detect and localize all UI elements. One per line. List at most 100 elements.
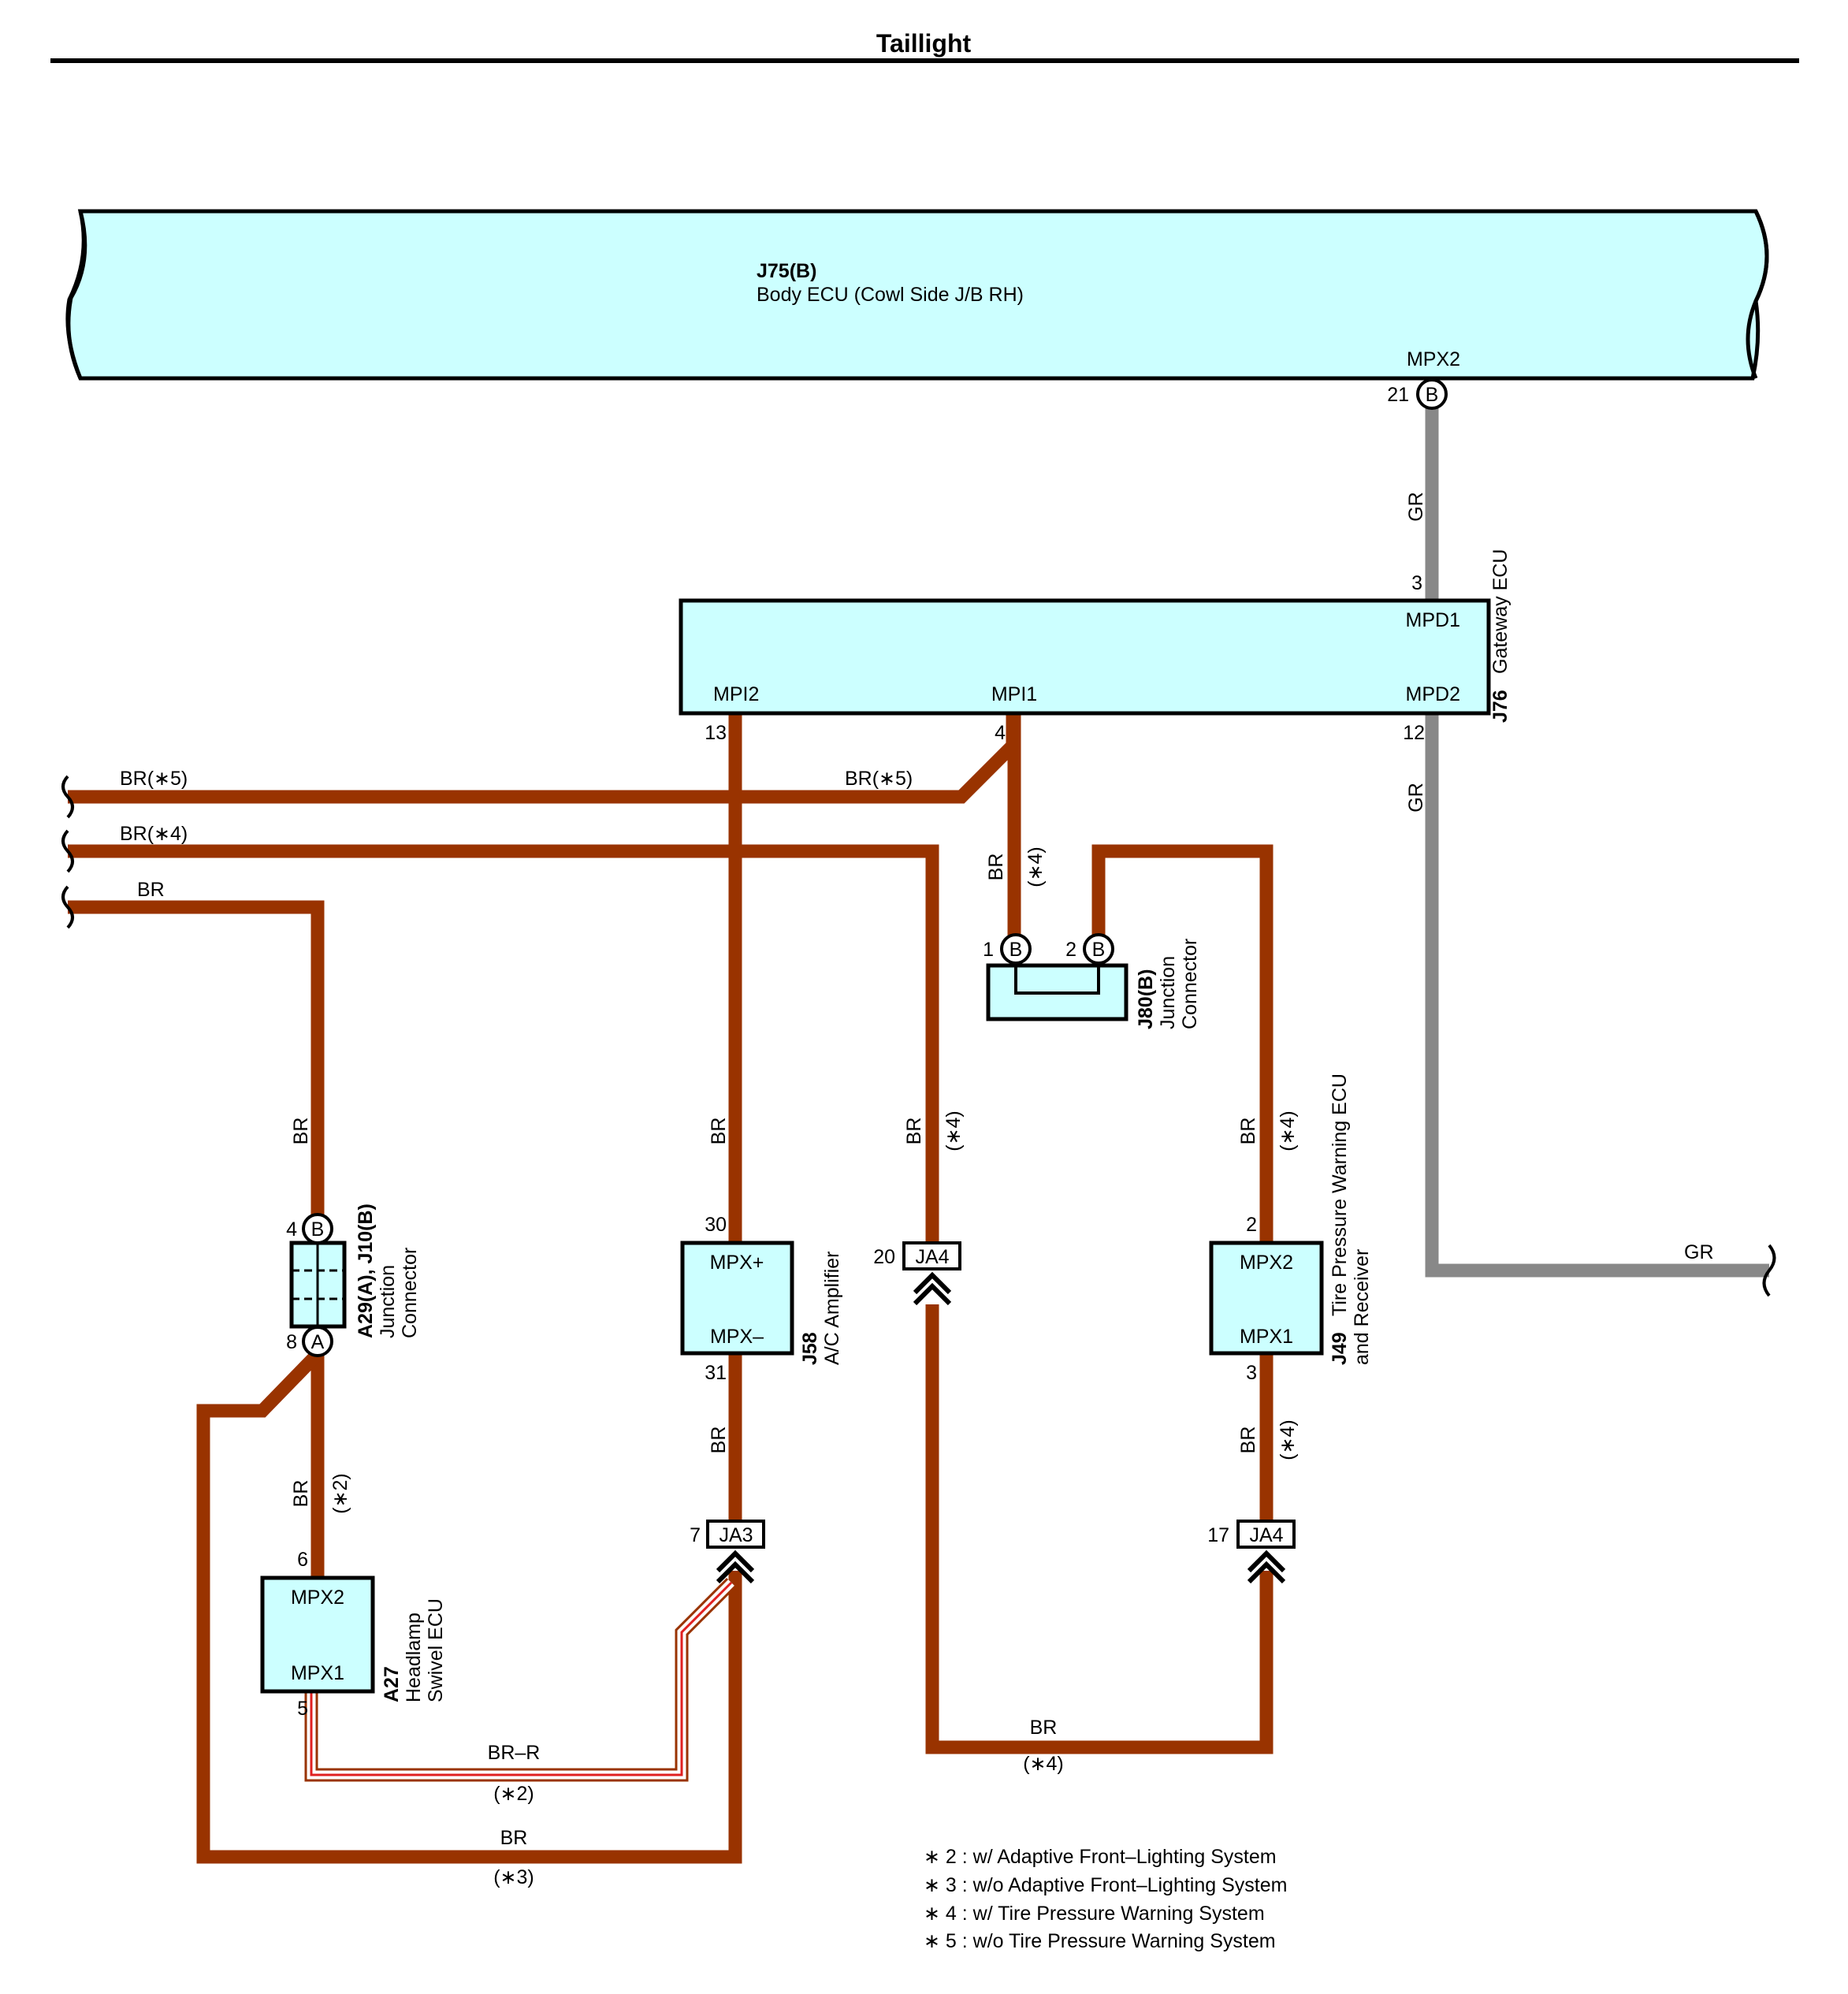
ac-terminal-bottom: MPX– bbox=[710, 1326, 764, 1348]
headlamp-swivel-ecu: MPX2 MPX1 6 5 A27 Headlamp Swivel ECU bbox=[260, 1549, 447, 1720]
ja3-pin: 7 bbox=[690, 1524, 701, 1546]
svg-text:J49: J49 bbox=[1329, 1332, 1351, 1365]
j80-label: J80(B) Junction Connector bbox=[1135, 939, 1201, 1029]
wire-label-tpws-n4: (∗4) bbox=[1277, 1110, 1299, 1151]
svg-text:Connector: Connector bbox=[399, 1248, 421, 1338]
gateway-pin-mpi2: 13 bbox=[705, 722, 727, 744]
wire-label-mpi1-br: BR bbox=[985, 854, 1007, 881]
svg-text:A/C Amplifier: A/C Amplifier bbox=[821, 1252, 843, 1365]
a29-junction-connector: B A 4 8 A29(A), J10(B) Junction Connecto… bbox=[286, 1203, 421, 1357]
tire-pressure-ecu-label: J49 Tire Pressure Warning ECU and Receiv… bbox=[1329, 1073, 1373, 1365]
body-ecu-right-break bbox=[1746, 210, 1769, 379]
wire-break-gr bbox=[1762, 1244, 1776, 1297]
ac-pin-bottom: 31 bbox=[705, 1362, 727, 1384]
wire-label-br-top: BR bbox=[137, 879, 165, 901]
wire-br-ja4-loop bbox=[925, 1304, 1274, 1754]
wire-label-brr: BR–R bbox=[488, 1742, 541, 1764]
a29-bottom-letter: A bbox=[311, 1331, 325, 1353]
svg-text:A29(A), J10(B): A29(A), J10(B) bbox=[355, 1203, 377, 1338]
wire-label-ja4-loop-br: BR bbox=[1030, 1717, 1058, 1739]
tire-pressure-ecu-box bbox=[1209, 1241, 1324, 1356]
wire-label-ja3-br: BR bbox=[708, 1427, 730, 1454]
ja4-right-label: JA4 bbox=[1249, 1524, 1283, 1546]
a29-top-connector bbox=[302, 1213, 333, 1244]
wire-label-br5-right: BR(∗5) bbox=[845, 768, 913, 790]
ac-amplifier-label: J58 A/C Amplifier bbox=[799, 1252, 843, 1365]
j80-pin2: 2 bbox=[1065, 939, 1076, 961]
wire-label-ja4-n4: (∗4) bbox=[943, 1110, 965, 1151]
wire-label-ja4r-br: BR bbox=[1237, 1427, 1259, 1454]
svg-text:Headlamp: Headlamp bbox=[403, 1613, 425, 1702]
j80-pin2-connector bbox=[1083, 933, 1114, 965]
wire-break-br bbox=[61, 885, 74, 929]
wire-br-j80-to-tpws bbox=[1091, 844, 1274, 1243]
j80-pin1: 1 bbox=[983, 939, 994, 961]
headlamp-terminal-top: MPX2 bbox=[291, 1587, 344, 1609]
wire-label-headlamp-n2: (∗2) bbox=[329, 1473, 351, 1514]
body-ecu-connector-letter: B bbox=[1426, 384, 1439, 406]
svg-text:Junction: Junction bbox=[377, 1265, 399, 1338]
headlamp-swivel-ecu-box bbox=[260, 1575, 375, 1694]
wire-label-ja4-br: BR bbox=[903, 1118, 925, 1145]
wire-br-a29-loop-to-ja3 bbox=[196, 1349, 742, 1864]
wire-label-a29-br: BR bbox=[290, 1118, 312, 1145]
wire-break-br5 bbox=[61, 775, 74, 819]
wire-label-ja4r-n4: (∗4) bbox=[1277, 1419, 1299, 1460]
ja4-left-box bbox=[902, 1241, 961, 1270]
tpws-pin-top: 2 bbox=[1246, 1214, 1257, 1236]
svg-text:Gateway ECU: Gateway ECU bbox=[1489, 549, 1511, 674]
wire-label-gr-right: GR bbox=[1684, 1241, 1714, 1263]
junction-ja4-left: JA4 20 bbox=[873, 1241, 961, 1306]
ja3-label: JA3 bbox=[719, 1524, 753, 1546]
j80-pin1-connector bbox=[1000, 933, 1032, 965]
body-ecu-terminal: MPX2 bbox=[1407, 348, 1460, 370]
j80-pin2-letter: B bbox=[1092, 939, 1106, 961]
j80-bridge bbox=[1014, 950, 1100, 995]
wire-label-tpws-br: BR bbox=[1237, 1118, 1259, 1145]
wire-label-ja4-loop-n4: (∗4) bbox=[1023, 1753, 1064, 1775]
gateway-pin-mpi1: 4 bbox=[995, 722, 1006, 744]
svg-text:Junction: Junction bbox=[1157, 956, 1179, 1029]
gateway-terminal-mpd2: MPD2 bbox=[1406, 683, 1460, 705]
ac-pin-top: 30 bbox=[705, 1214, 727, 1236]
svg-text:Connector: Connector bbox=[1179, 939, 1201, 1029]
footnote-5: ∗ 5 : w/o Tire Pressure Warning System bbox=[924, 1930, 1276, 1952]
gateway-pin-mpd2: 12 bbox=[1403, 722, 1425, 744]
body-ecu-left-break bbox=[66, 210, 87, 380]
ja4-left-label: JA4 bbox=[915, 1246, 949, 1268]
gateway-terminal-mpi1: MPI1 bbox=[991, 683, 1037, 705]
a29-pin-bottom: 8 bbox=[286, 1331, 297, 1353]
gateway-pin-mpd1: 3 bbox=[1411, 572, 1422, 594]
wire-label-mpi1-n4: (∗4) bbox=[1024, 846, 1047, 887]
ja4-right-chevron-icon bbox=[1247, 1549, 1286, 1584]
junction-ja4-right: JA4 17 bbox=[1207, 1520, 1296, 1584]
a29-bottom-connector bbox=[302, 1326, 333, 1357]
svg-text:Tire Pressure Warning ECU: Tire Pressure Warning ECU bbox=[1329, 1073, 1351, 1316]
wire-gr-gateway-to-right bbox=[1425, 713, 1769, 1278]
wire-br-r-striped bbox=[304, 1577, 737, 1782]
body-ecu: J75(B) Body ECU (Cowl Side J/B RH) MPX2 … bbox=[65, 209, 1769, 410]
wire-label-gr-upper: GR bbox=[1405, 492, 1427, 522]
wire-label-headlamp-br: BR bbox=[290, 1480, 312, 1508]
footnote-2: ∗ 2 : w/ Adaptive Front–Lighting System bbox=[924, 1846, 1277, 1868]
svg-text:Swivel ECU: Swivel ECU bbox=[425, 1598, 447, 1702]
wire-label-gr-middle: GR bbox=[1405, 783, 1427, 813]
ac-amplifier: MPX+ MPX– 30 31 J58 A/C Amplifier bbox=[680, 1214, 843, 1384]
headlamp-swivel-ecu-label: A27 Headlamp Swivel ECU bbox=[381, 1598, 447, 1702]
a29-label: A29(A), J10(B) Junction Connector bbox=[355, 1203, 421, 1338]
gateway-terminal-mpi2: MPI2 bbox=[713, 683, 759, 705]
gateway-ecu-box bbox=[679, 598, 1491, 716]
svg-text:J58: J58 bbox=[799, 1332, 821, 1365]
svg-text:J76: J76 bbox=[1489, 690, 1511, 723]
wire-label-br5-left: BR(∗5) bbox=[120, 768, 188, 790]
gateway-ecu: 3 MPD1 MPI2 MPI1 MPD2 13 4 12 J76 Gatewa… bbox=[679, 549, 1511, 744]
ac-terminal-top: MPX+ bbox=[710, 1252, 764, 1274]
headlamp-pin-bottom: 5 bbox=[297, 1698, 308, 1720]
tpws-pin-bottom: 3 bbox=[1246, 1362, 1257, 1384]
wire-label-br4: BR(∗4) bbox=[120, 823, 188, 845]
a29-pin-top: 4 bbox=[286, 1218, 297, 1241]
headlamp-pin-top: 6 bbox=[297, 1549, 308, 1571]
footnotes: ∗ 2 : w/ Adaptive Front–Lighting System … bbox=[924, 1846, 1287, 1952]
svg-text:and Receiver: and Receiver bbox=[1351, 1249, 1373, 1365]
